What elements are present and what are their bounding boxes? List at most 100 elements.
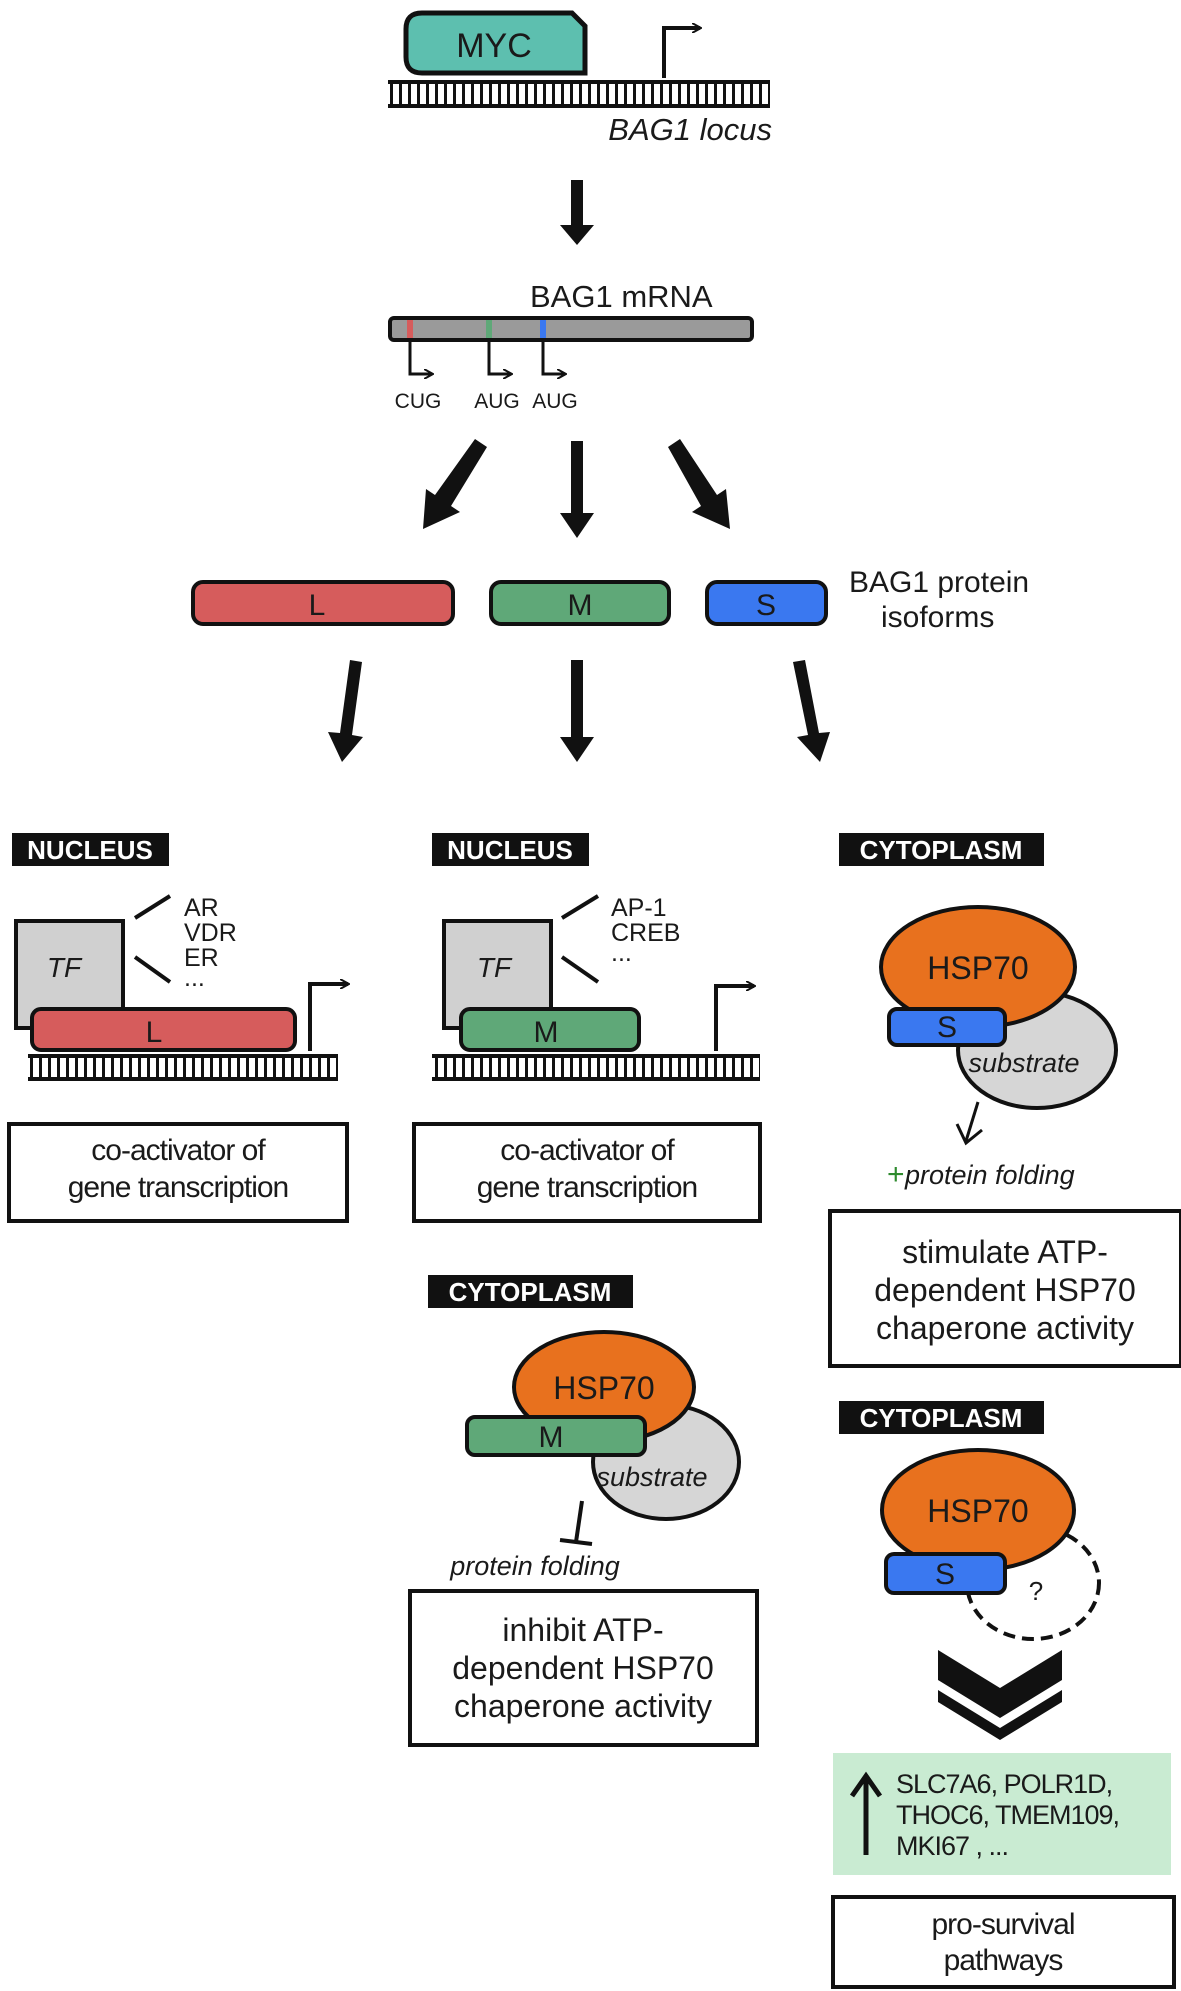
- aug1-label: AUG: [474, 390, 520, 413]
- hsp70-s1-label: HSP70: [927, 950, 1028, 986]
- mrna-label: BAG1 mRNA: [530, 279, 713, 314]
- factor-m-2: CREB: [611, 919, 680, 947]
- function-s1-line3: chaperone activity: [876, 1310, 1134, 1346]
- column-l: NUCLEUS TF AR VDR ER ... L co-activator …: [7, 833, 349, 1223]
- compartment-badge-m-cyto: [428, 1275, 633, 1308]
- function-s1-line1: stimulate ATP-: [902, 1234, 1108, 1270]
- genes-line2: THOC6, TMEM109,: [896, 1800, 1119, 1830]
- isoform-m-on-dna: [459, 1007, 641, 1052]
- function-s1-line2: dependent HSP70: [874, 1272, 1136, 1308]
- isoform-l-bar: [191, 580, 455, 626]
- compartment-badge-m: [432, 833, 589, 866]
- isoform-m-cyto: [465, 1415, 647, 1457]
- isoform-s-cyto1-label: S: [937, 1011, 957, 1044]
- function-box-m: [412, 1122, 762, 1223]
- bag1-mrna: BAG1 mRNA CUG AUG AUG: [388, 279, 754, 413]
- factor-l-3: ER: [184, 944, 219, 972]
- isoforms-row: L M S BAG1 protein isoforms: [191, 566, 1029, 634]
- inhibit-bar-m: [559, 1538, 593, 1546]
- arrow-m-to-nucleus: [560, 660, 594, 762]
- arrow-to-l: [423, 439, 487, 529]
- unknown-label: ?: [1029, 1576, 1043, 1606]
- hsp70-s2-label: HSP70: [927, 1493, 1028, 1529]
- compartment-label-s2: CYTOPLASM: [860, 1403, 1023, 1433]
- isoform-l-on-dna-label: L: [146, 1016, 163, 1049]
- factor-m-3: ...: [611, 939, 632, 967]
- folding-m-label: protein folding: [449, 1551, 620, 1581]
- aug2-start-arrow: [541, 340, 565, 374]
- isoform-l-label: L: [309, 589, 326, 622]
- function-m-cyto-line3: chaperone activity: [454, 1688, 712, 1724]
- arrow-l-to-nucleus: [328, 660, 363, 762]
- tss-arrow-l: [308, 984, 348, 1051]
- tf-label-l: TF: [47, 952, 83, 983]
- genes-line1: SLC7A6, POLR1D,: [896, 1769, 1112, 1799]
- arrow-to-m: [560, 441, 594, 538]
- function-box-m-cyto: [408, 1589, 759, 1747]
- factor-l-1: AR: [184, 894, 219, 922]
- isoform-s-cyto2: [884, 1552, 1007, 1595]
- cug-label: CUG: [395, 390, 442, 413]
- isoform-s-cyto1: [887, 1007, 1007, 1047]
- chevron-down-icon-2: [938, 1690, 1062, 1740]
- aug2-label: AUG: [532, 390, 578, 413]
- column-s: CYTOPLASM HSP70 S substrate + protein fo…: [828, 833, 1181, 1989]
- myc-label: MYC: [456, 27, 532, 65]
- locus-label: BAG1 locus: [608, 112, 772, 147]
- tf-label-m: TF: [477, 952, 513, 983]
- compartment-badge-l: [12, 833, 169, 866]
- function-m-line1: co-activator of: [500, 1134, 675, 1167]
- isoform-s-label: S: [756, 589, 776, 622]
- function-box-l: [7, 1122, 349, 1223]
- gene-list-box: [833, 1753, 1171, 1875]
- arrow-to-s: [668, 439, 730, 529]
- aug1-site: [486, 320, 492, 338]
- arrow-s-to-cytoplasm: [793, 660, 830, 762]
- function-l-line2: gene transcription: [68, 1171, 288, 1204]
- dna-strand-m: [432, 1057, 760, 1078]
- chevron-down-icon: [938, 1650, 1062, 1718]
- compartment-label-m: NUCLEUS: [447, 835, 573, 865]
- isoform-m-cyto-label: M: [539, 1421, 564, 1454]
- genes-line3: MKI67 , ...: [896, 1831, 1008, 1861]
- function-l-line1: co-activator of: [91, 1134, 266, 1167]
- function-m-cyto-line2: dependent HSP70: [452, 1650, 714, 1686]
- dna-strand-top: [388, 83, 770, 105]
- myc-box: [403, 10, 588, 76]
- isoforms-label-line2: isoforms: [881, 601, 994, 634]
- aug1-start-arrow: [487, 340, 511, 374]
- compartment-label-m-cyto: CYTOPLASM: [449, 1277, 612, 1307]
- compartment-label-s1: CYTOPLASM: [860, 835, 1023, 865]
- cug-start-arrow: [408, 340, 432, 374]
- isoforms-label-line1: BAG1 protein: [849, 566, 1029, 599]
- factor-l-2: VDR: [184, 919, 237, 947]
- mrna-bar: [388, 316, 754, 342]
- arrow-locus-to-mrna: [560, 180, 594, 245]
- factor-l-4: ...: [184, 964, 205, 992]
- tss-arrow-m: [714, 986, 754, 1051]
- substrate-s-label: substrate: [968, 1048, 1079, 1078]
- function-m-line2: gene transcription: [477, 1171, 697, 1204]
- bag1-locus: MYC BAG1 locus: [388, 10, 772, 147]
- outcome-box: [831, 1895, 1176, 1989]
- isoform-m-bar: [489, 580, 671, 626]
- compartment-badge-s2: [839, 1401, 1044, 1434]
- function-m-cyto-line1: inhibit ATP-: [502, 1612, 663, 1648]
- outcome-line2: pathways: [944, 1944, 1063, 1977]
- plus-sign: +: [887, 1158, 905, 1191]
- compartment-badge-s1: [839, 833, 1044, 866]
- isoform-s-bar: [705, 580, 828, 626]
- folding-s-label: protein folding: [904, 1160, 1075, 1190]
- aug2-site: [540, 320, 546, 338]
- isoform-l-on-dna: [30, 1007, 297, 1052]
- isoform-m-label: M: [568, 589, 593, 622]
- cug-site: [407, 320, 413, 338]
- substrate-m-label: substrate: [596, 1462, 707, 1492]
- function-box-s1: [828, 1209, 1181, 1368]
- inhibit-line-m: [574, 1500, 584, 1543]
- isoform-s-cyto2-label: S: [935, 1558, 955, 1591]
- stimulate-arrow-s: [964, 1101, 980, 1142]
- dna-strand-l: [28, 1057, 338, 1078]
- column-m: NUCLEUS TF AP-1 CREB ... M co-activator …: [408, 833, 762, 1747]
